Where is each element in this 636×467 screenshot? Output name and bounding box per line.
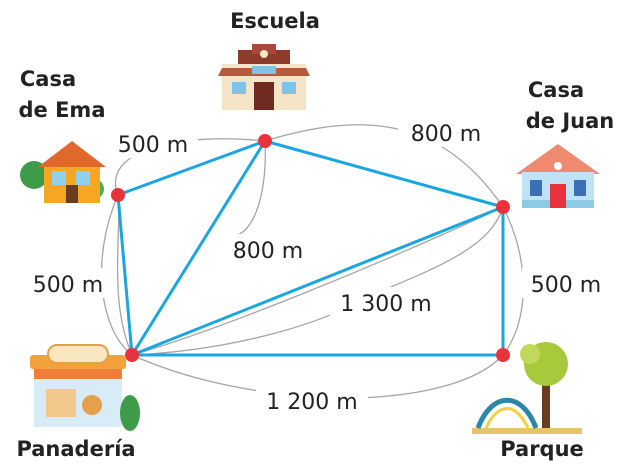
- school-icon: [218, 44, 310, 110]
- distance-labels: 500 m 800 m 800 m 500 m 1 300 m 500 m 1 …: [24, 117, 610, 415]
- guide-juan-parque: [502, 206, 524, 356]
- bakery-icon: [30, 344, 140, 431]
- node-panaderia: [125, 348, 139, 362]
- node-escuela: [258, 134, 272, 148]
- node-casa-ema: [111, 188, 125, 202]
- node-parque: [496, 348, 510, 362]
- distance-ema-escuela: 500 m: [118, 133, 188, 158]
- route-escuela-juan: [263, 139, 505, 209]
- park-icon: [472, 342, 582, 434]
- label-casa-ema-line1: Casa: [20, 67, 76, 91]
- label-escuela: Escuela: [230, 9, 320, 33]
- distance-panaderia-parque: 1 200 m: [266, 390, 357, 415]
- guide-panaderia-juan-upper: [131, 206, 504, 356]
- nodes: [111, 134, 510, 362]
- label-casa-ema-line2: de Ema: [19, 98, 106, 122]
- route-panaderia-juan: [130, 205, 505, 357]
- routes: [116, 139, 505, 357]
- label-panaderia: Panadería: [16, 437, 135, 461]
- node-casa-juan: [496, 200, 510, 214]
- house-juan-icon: [516, 144, 600, 208]
- distance-escuela-panaderia: 800 m: [233, 239, 303, 264]
- label-casa-juan-line2: de Juan: [526, 109, 614, 133]
- route-ema-panaderia: [116, 193, 134, 357]
- distance-ema-panaderia: 500 m: [33, 273, 103, 298]
- guide-escuela-juan: [264, 124, 504, 208]
- label-casa-juan-line1: Casa: [528, 78, 584, 102]
- route-ema-escuela: [116, 139, 267, 197]
- label-parque: Parque: [500, 437, 584, 461]
- distance-escuela-juan: 800 m: [411, 122, 481, 147]
- house-ema-icon: [20, 141, 106, 203]
- place-labels: Escuela Casa de Ema Casa de Juan Panader…: [16, 9, 614, 461]
- route-escuela-panaderia: [130, 139, 267, 357]
- distance-juan-parque: 500 m: [531, 273, 601, 298]
- distance-panaderia-juan: 1 300 m: [340, 292, 431, 317]
